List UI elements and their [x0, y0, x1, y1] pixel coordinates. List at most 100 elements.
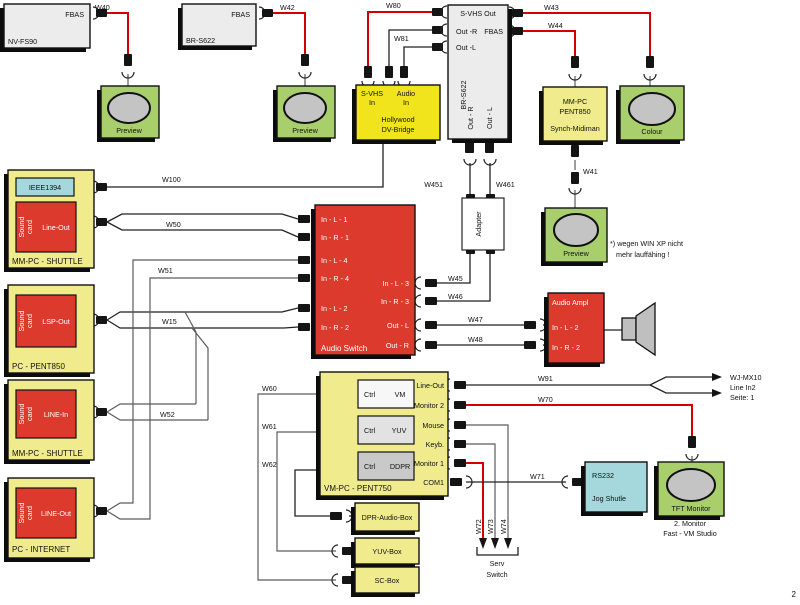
port-label: COM1 [423, 478, 444, 487]
plug-icon [432, 8, 443, 16]
socket-icon [121, 71, 135, 79]
port-label: In - R - 2 [321, 323, 349, 332]
port-label: S-VHS [361, 89, 383, 98]
note-text: mehr lauffähing ! [616, 250, 669, 259]
port-label: Audio [397, 89, 415, 98]
port-label: S-VHS Out [460, 9, 496, 18]
plug-icon [432, 43, 443, 51]
socket-icon [440, 23, 448, 37]
wire-label-w91: W91 [538, 374, 553, 383]
port-label: In - R - 3 [381, 297, 409, 306]
device-audio-ampl: Audio Ampl In - L - 2 In - R - 2 [544, 292, 605, 367]
port-label: In - R - 1 [321, 233, 349, 242]
wire-w60 [257, 393, 336, 581]
plug-icon [124, 54, 132, 66]
arrow-down-icon [479, 538, 487, 549]
socket-icon [643, 73, 657, 81]
soundcard-label: Sound [17, 217, 26, 238]
monitor-label: Colour [641, 127, 663, 136]
monitor-colour: Colour [616, 85, 685, 144]
port-label: In [369, 98, 375, 107]
plug-icon [364, 66, 372, 78]
label: Serv [490, 559, 505, 568]
plug-icon [465, 141, 474, 153]
plug-icon [425, 321, 437, 329]
wire-w70 [466, 404, 693, 436]
port-label: In - L - 2 [552, 323, 579, 332]
plug-icon [485, 141, 494, 153]
soundcard-label: card [25, 220, 34, 234]
device-label: Audio Ampl [552, 298, 589, 307]
note-text: *) wegen WIN XP nicht [610, 239, 683, 248]
wire-w42 [273, 12, 306, 54]
device-nv-fs90: FBAS NV-FS90 [0, 3, 91, 52]
socket-icon [561, 475, 569, 489]
port-label: In - L - 1 [321, 215, 348, 224]
plug-icon [301, 54, 309, 66]
wire-label-w46: W46 [448, 292, 463, 301]
ctrl-label: Ctrl [364, 390, 376, 399]
port-label: Out - R [386, 341, 409, 350]
wire-w15 [106, 307, 299, 329]
crt-screen-icon [553, 213, 599, 247]
device-label: BR-S622 [459, 80, 468, 109]
wire-labels: W40 W42 W80 W81 W43 W44 W41 W100 W50 W51… [95, 1, 598, 534]
page-number: 2 [792, 590, 797, 599]
ctrl-label: YUV [392, 426, 407, 435]
plug-icon [524, 341, 536, 349]
port-label: FBAS [231, 10, 250, 19]
port-label: Monitor 2 [414, 401, 444, 410]
wire-w91 [466, 376, 712, 394]
plug-icon [524, 321, 536, 329]
wire-w51a [106, 259, 298, 512]
note-win-xp: *) wegen WIN XP nicht mehr lauffähing ! [610, 239, 683, 259]
speaker-icon [621, 301, 656, 357]
wire-label-w72: W72 [474, 519, 483, 534]
wire-w51b [106, 277, 298, 520]
port-label: Line-Out [416, 381, 444, 390]
plug-icon [425, 297, 437, 305]
wire-w62 [294, 469, 330, 517]
monitor-preview-1: Preview [97, 85, 160, 142]
ctrl-label: DDPR [390, 462, 410, 471]
wire-w50 [106, 213, 299, 238]
soundcard-label: card [25, 314, 34, 328]
port-label: Keyb. [426, 440, 444, 449]
port-label: In - R - 2 [552, 343, 580, 352]
arrow-right-icon [712, 373, 722, 381]
crt-screen-icon [666, 468, 716, 502]
arrow-right-icon [712, 389, 722, 397]
monitor-tft: TFT Monitor 2. Monitor Fast - VM Studio [654, 461, 725, 538]
wire-label-w461: W461 [496, 180, 515, 189]
wire-label-w70: W70 [538, 395, 553, 404]
wire-label-w47: W47 [468, 315, 483, 324]
crt-screen-icon [107, 92, 151, 124]
device-label: PC - INTERNET [12, 545, 70, 554]
device-vm-pc-pent750: Ctrl VM Ctrl YUV Ctrl DDPR Line-Out Moni… [316, 371, 449, 500]
wire-w80 [367, 11, 432, 66]
socket-icon [298, 71, 312, 79]
socket-icon [440, 5, 448, 19]
socket-icon [465, 475, 473, 489]
plug-icon [298, 215, 310, 223]
plug-icon [454, 459, 466, 467]
wire-label-w44: W44 [548, 21, 563, 30]
socket-icon [440, 40, 448, 54]
plug-icon [385, 66, 393, 78]
port-label: LINE-In [44, 410, 68, 419]
wire-w61 [276, 431, 336, 552]
wire-label-w80: W80 [386, 1, 401, 10]
wires-layer [106, 11, 722, 581]
wire-w46 [437, 254, 491, 302]
device-label: Audio Switch [321, 344, 367, 353]
port-label: LINE-Out [41, 509, 71, 518]
port-label: Monitor 1 [414, 459, 444, 468]
device-label: DPR-Audio-Box [362, 513, 413, 522]
wire-label-w71: W71 [530, 472, 545, 481]
device-adapter: Adapter [461, 197, 505, 251]
port-label: Out -R [456, 27, 477, 36]
wire-label-w451: W451 [424, 180, 443, 189]
port-label: FBAS [65, 10, 84, 19]
